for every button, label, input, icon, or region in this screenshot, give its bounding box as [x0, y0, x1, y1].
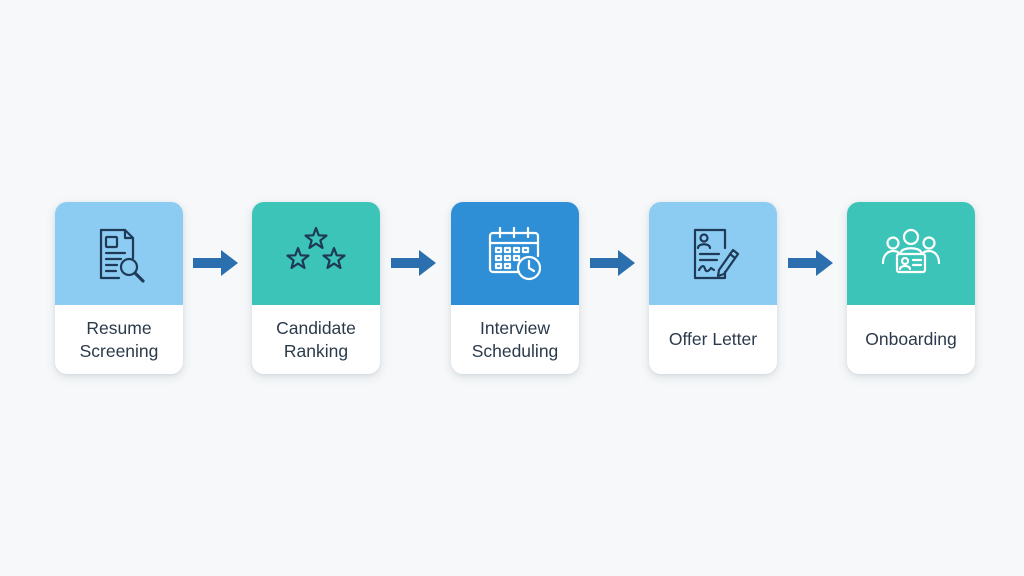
step-offer-letter: Offer Letter: [649, 202, 777, 374]
step-header: [649, 202, 777, 305]
step-interview-scheduling: Interview Scheduling: [451, 202, 579, 374]
arrow-right-icon: [391, 250, 436, 276]
calendar-clock-icon: [488, 226, 542, 280]
step-header: [847, 202, 975, 305]
step-label: Resume Screening: [79, 317, 159, 361]
step-header: [252, 202, 380, 305]
team-id-icon: [881, 228, 941, 273]
arrow-right-icon: [193, 250, 238, 276]
arrow-right-icon: [590, 250, 635, 276]
step-header: [451, 202, 579, 305]
resume-search-icon: [99, 228, 145, 283]
step-label: Onboarding: [865, 329, 957, 349]
stars-icon: [286, 226, 346, 269]
step-label: Offer Letter: [668, 329, 758, 349]
step-header: [55, 202, 183, 305]
step-onboarding: Onboarding: [847, 202, 975, 374]
arrow-right-icon: [788, 250, 833, 276]
step-candidate-ranking: Candidate Ranking: [252, 202, 380, 374]
step-label: Interview Scheduling: [471, 317, 559, 361]
step-label: Candidate Ranking: [276, 317, 356, 361]
step-resume-screening: Resume Screening: [55, 202, 183, 374]
signed-document-icon: [693, 228, 740, 279]
